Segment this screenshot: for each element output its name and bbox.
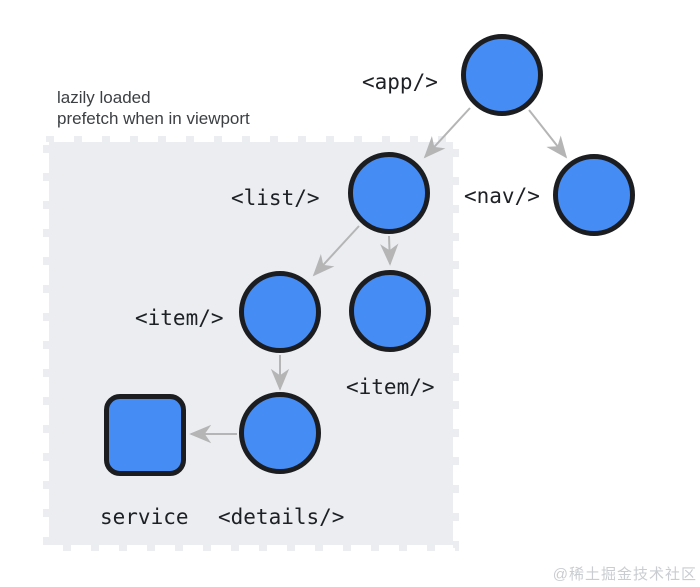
label-item1: <item/> xyxy=(135,306,224,330)
node-item1 xyxy=(239,271,321,353)
edge-app-list xyxy=(423,107,471,159)
node-details xyxy=(239,392,321,474)
watermark: @稀土掘金技术社区 xyxy=(552,566,697,583)
node-item2 xyxy=(349,270,431,352)
label-details: <details/> xyxy=(218,505,345,529)
node-app xyxy=(461,34,543,116)
node-nav xyxy=(553,154,635,236)
edge-list-item2 xyxy=(380,235,399,266)
edge-list-item1 xyxy=(312,225,360,277)
label-app: <app/> xyxy=(362,70,438,94)
label-item2: <item/> xyxy=(346,375,435,399)
node-service xyxy=(104,394,186,476)
lazy-region-annotation: lazily loaded prefetch when in viewport xyxy=(57,87,250,129)
edge-app-nav xyxy=(528,109,568,159)
lazy-region-dashed-border xyxy=(43,136,459,551)
annotation-line-2: prefetch when in viewport xyxy=(57,109,250,128)
label-list: <list/> xyxy=(231,186,320,210)
node-list xyxy=(348,152,430,234)
label-service: service xyxy=(100,505,189,529)
label-nav: <nav/> xyxy=(464,184,540,208)
annotation-line-1: lazily loaded xyxy=(57,88,151,107)
